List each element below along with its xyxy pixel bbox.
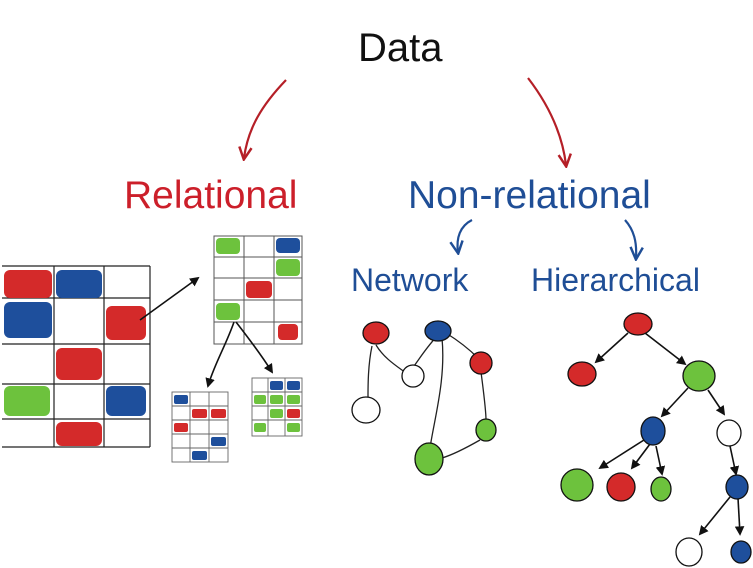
arrow-to-network [458,219,473,252]
tree-node [675,537,703,567]
cell-red [174,423,188,432]
cell-blue [56,270,102,298]
cell-red [287,409,300,418]
cell-blue [106,386,146,416]
cell-red [246,281,272,298]
cell-red [106,306,146,340]
cell-green [216,238,240,254]
cell-red [278,324,298,340]
tree-node [650,476,672,502]
arrow-data-to-relational [244,79,287,158]
cell-blue [211,437,226,446]
cell-green [276,259,300,276]
relational-second-table [213,235,303,345]
arrow-data-to-nonrelational [527,77,566,165]
relational-second-cells [216,238,300,340]
diagram-title: Data [358,26,443,70]
arrow-to-small-table-left [205,321,235,388]
cell-green [4,386,50,416]
cell-blue [4,302,52,338]
cell-green [270,409,283,418]
tree-node [567,361,597,387]
cell-red [56,348,102,380]
cell-blue [270,381,283,390]
network-node [475,418,497,442]
relational-small-table-right [251,377,303,437]
relational-small-table-left [171,391,229,463]
network-edges [367,332,487,459]
relational-main-cells [4,270,146,446]
cell-blue [287,381,300,390]
tree-node [682,360,716,392]
hierarchical-label: Hierarchical [531,262,700,298]
hierarchical-nodes [560,312,752,567]
arrow-to-small-table-right [235,321,274,374]
cell-red [211,409,226,418]
cell-green [254,395,266,404]
tree-node [560,468,594,502]
cell-red [4,270,52,298]
tree-node [640,416,666,446]
cell-green [287,395,300,404]
hierarchical-edges [594,332,745,536]
cell-blue [174,395,188,404]
network-label: Network [351,262,469,298]
cell-blue [276,238,300,253]
cell-green [254,423,266,432]
cell-red [192,409,207,418]
tree-node [606,472,636,502]
tree-node-root [623,312,653,336]
network-node [401,364,425,388]
cell-green [216,303,240,320]
relational-small-cells-right [254,381,300,432]
cell-green [287,423,300,432]
cell-green [270,395,283,404]
arrow-to-hierarchical [624,219,636,258]
relational-label: Relational [124,174,298,217]
network-node [424,320,452,342]
network-node [414,442,444,476]
cell-red [56,422,102,446]
tree-node [716,419,742,447]
tree-node [725,474,749,500]
non-relational-label: Non-relational [408,174,651,217]
tree-node [730,540,752,564]
network-node [351,396,381,424]
relational-small-cells-left [174,395,226,460]
cell-blue [192,451,207,460]
arrow-table-to-table [139,276,200,321]
network-node [362,321,390,345]
network-nodes [351,320,497,476]
network-node [469,351,493,375]
